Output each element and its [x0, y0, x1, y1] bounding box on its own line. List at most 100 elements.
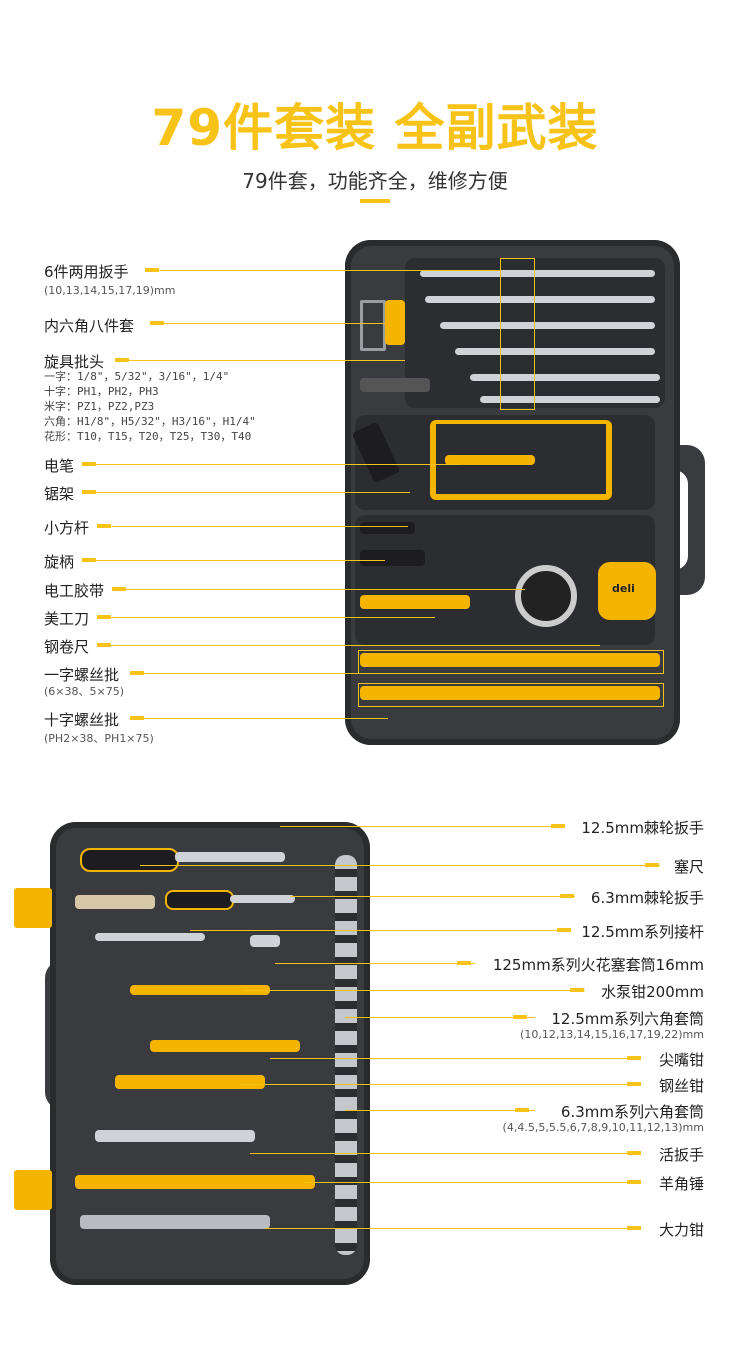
label-bits: 旋具批头 [44, 353, 105, 371]
leader-line [115, 360, 405, 361]
bit-spec-pozidriv: 米字：PZ1，PZ2,PZ3 [44, 400, 155, 413]
leader-tick [97, 524, 111, 528]
label-slotted-screwdriver-sizes: (6×38、5×75) [44, 685, 125, 698]
leader-tick [115, 358, 129, 362]
leader-tick [457, 961, 471, 965]
label-needle-nose-pliers: 尖嘴钳 [658, 1051, 704, 1069]
leader-line [345, 1110, 535, 1111]
combination-wrench [470, 374, 660, 381]
leader-line [240, 1084, 640, 1085]
label-tape-measure: 钢卷尺 [44, 638, 90, 656]
feeler-gauge [75, 895, 155, 909]
leader-tick [145, 268, 159, 272]
label-feeler-gauge: 塞尺 [673, 858, 704, 876]
label-hex-key-set: 内六角八件套 [44, 317, 135, 335]
wrench-tray [405, 258, 665, 408]
accent-bar [360, 199, 390, 203]
bit-spec-torx: 花形：T10，T15，T20，T25，T30，T40 [44, 430, 252, 443]
label-extension-12-5: 12.5mm系列接杆 [581, 923, 704, 941]
leader-line [270, 1058, 640, 1059]
voltage-tester-pen [445, 455, 535, 465]
leader-tick [112, 587, 126, 591]
spark-plug-socket [250, 935, 280, 947]
ratchet-handle-large [80, 848, 179, 872]
label-adjustable-wrench: 活扳手 [658, 1146, 704, 1164]
bit-spec-slotted: 一字：1/8"，5/32"，3/16"，1/4" [44, 370, 230, 383]
label-combination-wrench: 6件两用扳手 [44, 263, 129, 281]
leader-line [82, 464, 460, 465]
leader-tick [627, 1180, 641, 1184]
slotted-bracket [358, 650, 664, 674]
leader-tick [627, 1082, 641, 1086]
leader-line [275, 963, 475, 964]
ratchet-small [230, 895, 295, 903]
bit-spec-phillips: 十字：PH1，PH2，PH3 [44, 385, 159, 398]
leader-tick [627, 1151, 641, 1155]
tape-measure: deli [598, 562, 656, 620]
leader-tick [82, 558, 96, 562]
label-socket-6-3: 6.3mm系列六角套筒 [560, 1103, 704, 1121]
leader-line [280, 826, 565, 827]
label-slotted-screwdriver: 一字螺丝批 [44, 666, 120, 684]
leader-line [130, 673, 358, 674]
label-phillips-screwdriver-sizes: (PH2×38、PH1×75) [44, 732, 154, 745]
leader-tick [150, 321, 164, 325]
label-utility-knife: 美工刀 [44, 610, 90, 628]
label-water-pump-pliers: 水泵钳200mm [601, 983, 704, 1001]
phillips-screwdrivers [360, 686, 660, 700]
case-latch [14, 888, 52, 928]
leader-line [250, 1153, 640, 1154]
claw-hammer [75, 1175, 315, 1189]
hex-key-holder [385, 300, 405, 345]
leader-tick [570, 988, 584, 992]
ratchet-large [175, 852, 285, 862]
hex-key-set [360, 300, 386, 351]
leader-line [265, 1228, 640, 1229]
combination-wrench [440, 322, 655, 329]
extension-bar [360, 522, 415, 534]
bit-spec-hex: 六角：H1/8"，H5/32"，H3/16"，H1/4" [44, 415, 256, 428]
leader-line [150, 323, 385, 324]
headline: 79件套装 全副武装 [151, 99, 599, 157]
utility-knife [360, 595, 470, 609]
leader-line [290, 896, 575, 897]
adjustable-wrench [95, 1130, 255, 1142]
leader-tick [130, 716, 144, 720]
label-socket-12-5-sizes: (10,12,13,14,15,16,17,19,22)mm [520, 1028, 704, 1041]
leader-tick [130, 671, 144, 675]
label-locking-pliers: 大力钳 [658, 1221, 704, 1239]
electrical-tape [515, 565, 577, 627]
hacksaw-frame [430, 420, 612, 500]
slotted-screwdrivers [360, 653, 660, 667]
leader-tick [560, 894, 574, 898]
label-spark-plug-socket: 125mm系列火花塞套筒16mm [492, 956, 704, 974]
leader-tick [645, 863, 659, 867]
combination-wrench [420, 270, 655, 277]
label-ratchet-12-5: 12.5mm棘轮扳手 [581, 819, 704, 837]
leader-tick [97, 615, 111, 619]
bit-set [360, 378, 430, 392]
label-electrical-tape: 电工胶带 [44, 582, 105, 600]
bit-specs: 一字：1/8"，5/32"，3/16"，1/4" 十字：PH1，PH2，PH3 … [44, 369, 256, 444]
label-combination-pliers: 钢丝钳 [658, 1077, 704, 1095]
ratchet-handle-small [165, 890, 234, 910]
leader-line [82, 560, 385, 561]
leader-line [112, 589, 525, 590]
label-extension-bar: 小方杆 [44, 519, 90, 537]
label-claw-hammer: 羊角锤 [658, 1175, 704, 1193]
wrench-bracket [500, 258, 535, 410]
label-screwdriver-handle: 旋柄 [44, 553, 75, 571]
phillips-bracket [358, 683, 664, 707]
leader-tick [627, 1226, 641, 1230]
label-combination-wrench-sizes: (10,13,14,15,17,19)mm [44, 284, 176, 297]
leader-tick [627, 1056, 641, 1060]
water-pump-pliers [130, 985, 270, 995]
leader-tick [551, 824, 565, 828]
leader-line [245, 990, 585, 991]
screwdriver-handle [360, 550, 425, 566]
locking-pliers [80, 1215, 270, 1229]
needle-nose-pliers [150, 1040, 300, 1052]
leader-line [140, 865, 660, 866]
combination-wrench [455, 348, 655, 355]
